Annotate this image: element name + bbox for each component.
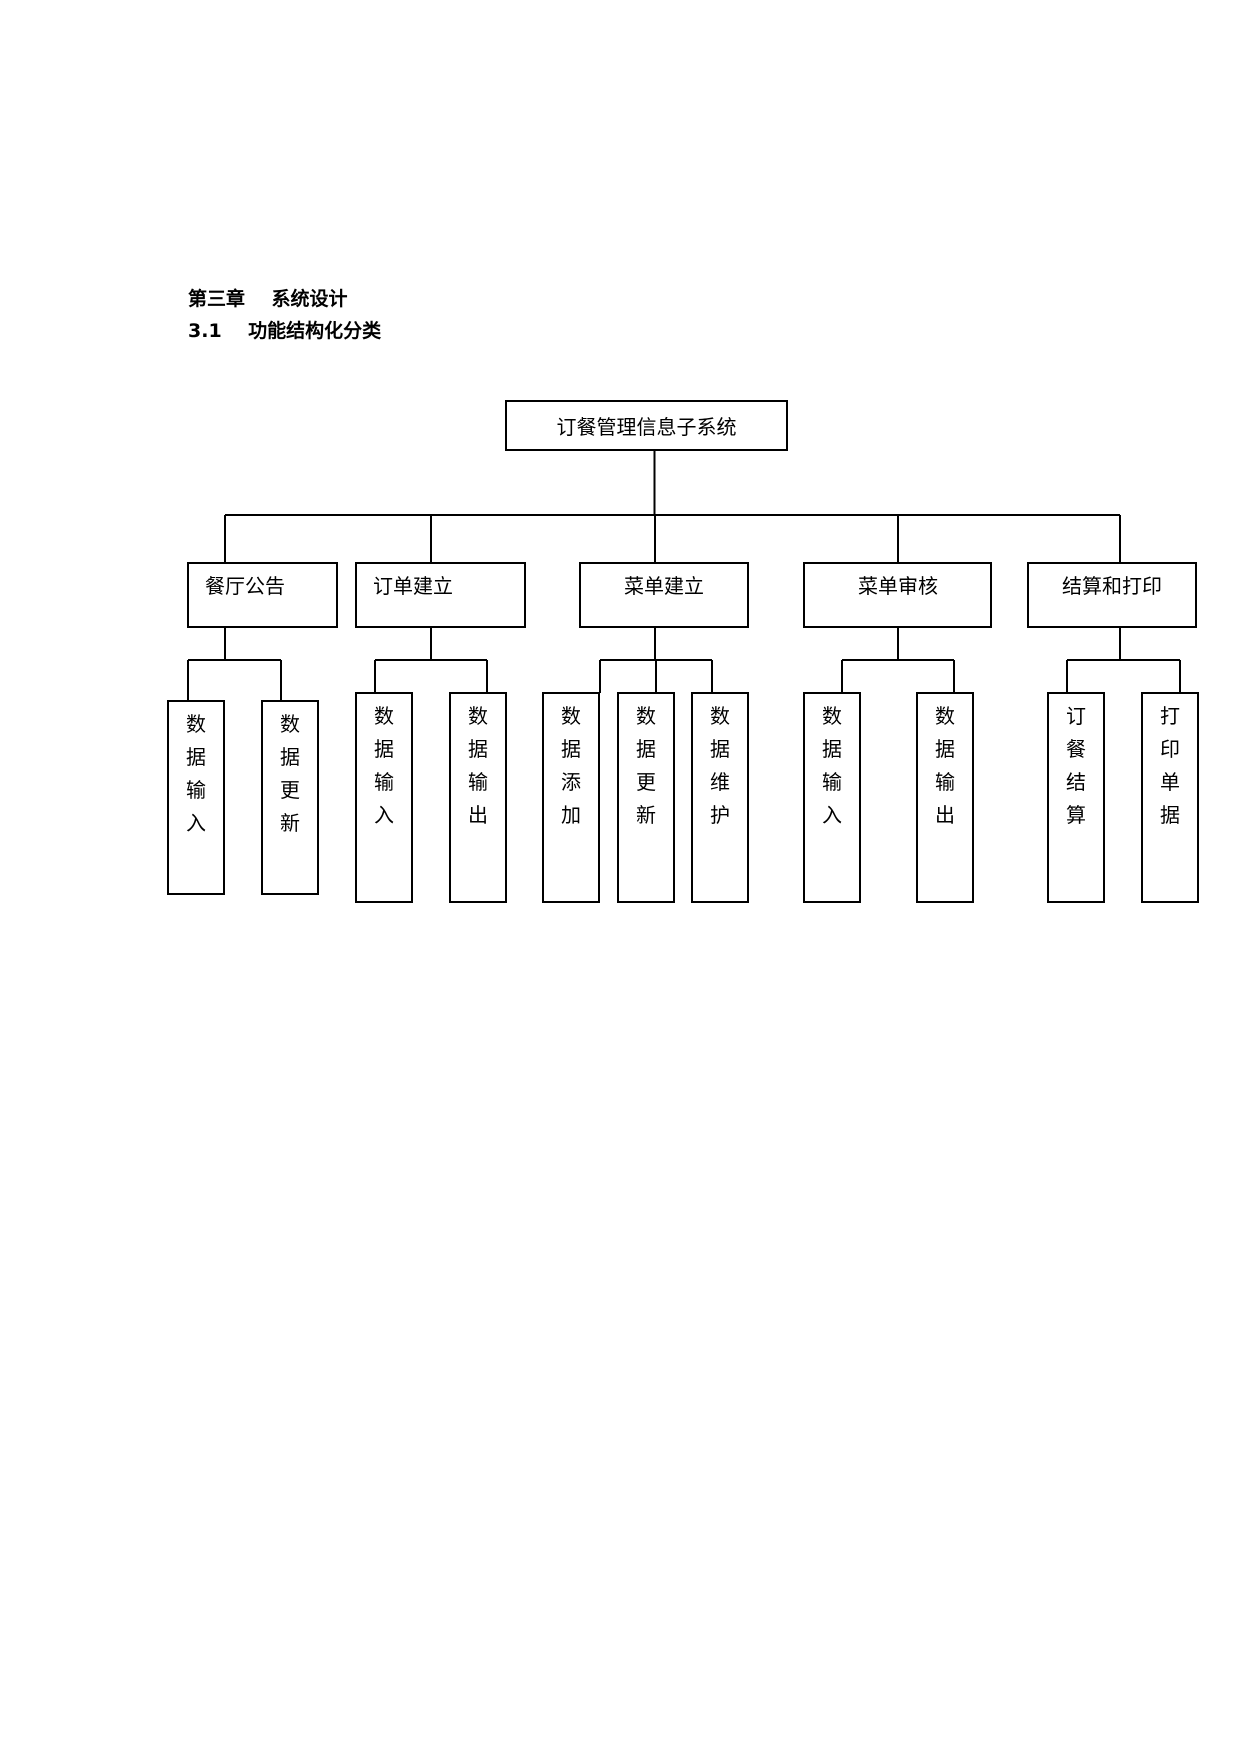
- child-label: 数据更新: [280, 712, 300, 835]
- child-box: [449, 692, 507, 903]
- child-box: [355, 692, 413, 903]
- child-box: [617, 692, 675, 903]
- child-box: [1141, 692, 1199, 903]
- module-label: 菜单审核: [858, 574, 938, 598]
- child-label: 打印单据: [1160, 704, 1180, 827]
- child-label: 数据输入: [186, 712, 206, 835]
- child-box: [916, 692, 974, 903]
- child-label: 订餐结算: [1066, 704, 1086, 827]
- module-box: [355, 562, 526, 628]
- module-label: 订单建立: [373, 574, 453, 598]
- child-box: [691, 692, 749, 903]
- child-label: 数据添加: [561, 704, 581, 827]
- chapter-heading: 第三章 系统设计: [188, 288, 348, 310]
- module-label: 菜单建立: [624, 574, 704, 598]
- child-box: [803, 692, 861, 903]
- module-box: [187, 562, 338, 628]
- module-label: 餐厅公告: [205, 574, 285, 598]
- child-label: 数据更新: [636, 704, 656, 827]
- child-label: 数据输出: [935, 704, 955, 827]
- root-box: [505, 400, 788, 451]
- child-box: [1047, 692, 1105, 903]
- section-heading: 3.1 功能结构化分类: [188, 320, 382, 342]
- child-label: 数据输入: [822, 704, 842, 827]
- module-box: [803, 562, 992, 628]
- root-label: 订餐管理信息子系统: [557, 415, 737, 439]
- module-box: [579, 562, 749, 628]
- child-box: [261, 700, 319, 895]
- module-label: 结算和打印: [1062, 574, 1162, 598]
- child-label: 数据输入: [374, 704, 394, 827]
- module-box: [1027, 562, 1197, 628]
- child-box: [542, 692, 600, 903]
- child-label: 数据维护: [710, 704, 730, 827]
- child-box: [167, 700, 225, 895]
- child-label: 数据输出: [468, 704, 488, 827]
